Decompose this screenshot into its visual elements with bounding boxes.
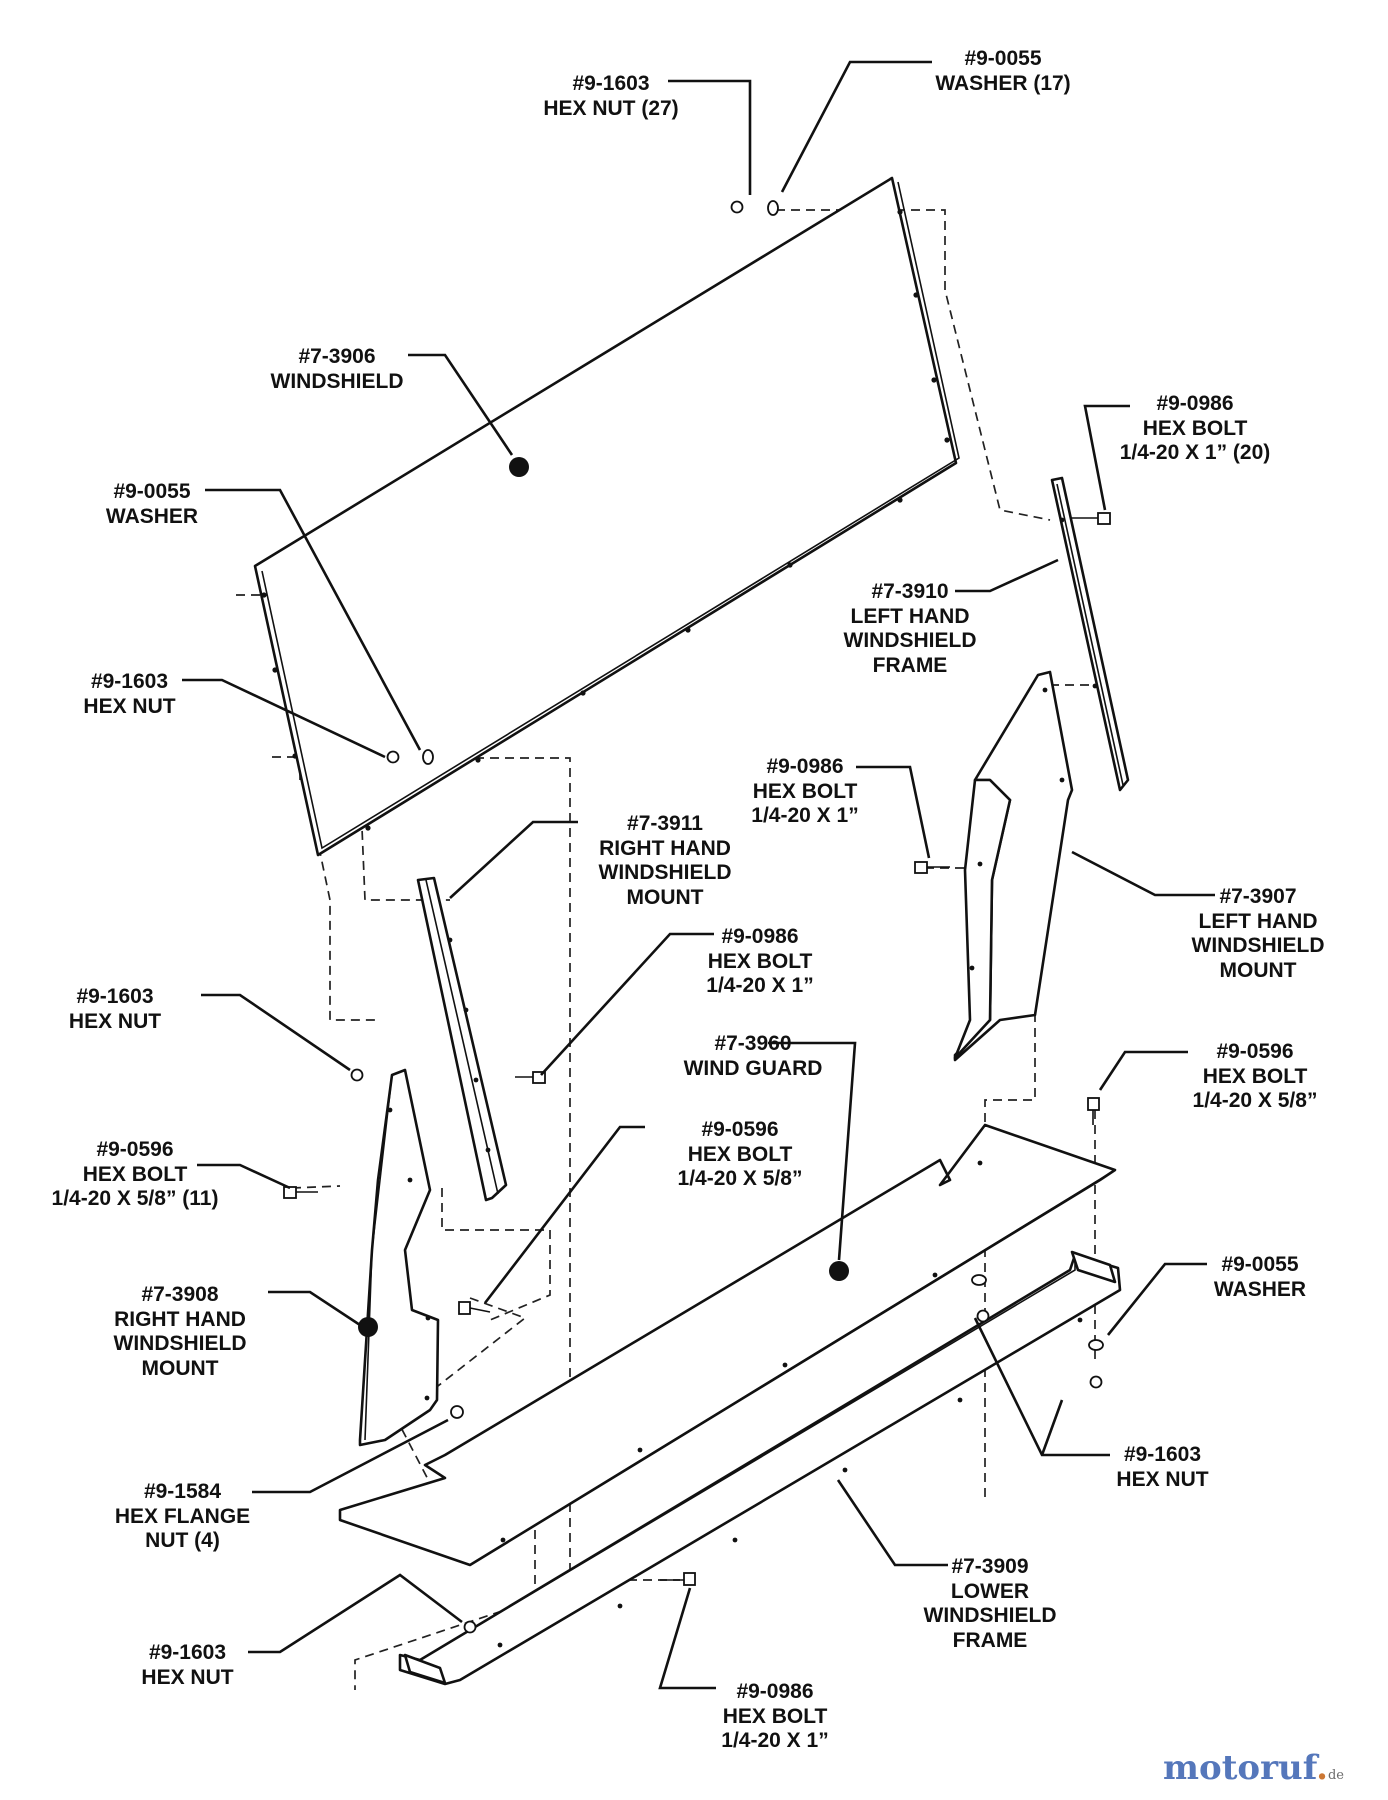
callout-hexnut-rh: #9-1603 HEX NUT: [68, 985, 162, 1033]
left-hand-windshield-frame: [1050, 476, 1130, 792]
right-hand-windshield-mount-lower: [358, 1068, 440, 1447]
callout-rh-mount-lower: #7-3908 RIGHT HAND WINDSHIELD MOUNT: [113, 1283, 247, 1380]
lower-windshield-frame: [398, 1250, 1122, 1686]
windshield-panel: [253, 176, 960, 857]
callout-hexbolt-58-11: #9-0596 HEX BOLT 1/4-20 X 5/8” (11): [51, 1138, 219, 1210]
callout-hexnut-bottom: #9-1603 HEX NUT: [141, 1641, 234, 1689]
callout-hexbolt-58-right: #9-0596 HEX BOLT 1/4-20 X 5/8”: [1192, 1040, 1318, 1112]
watermark-logo: motoruf.de: [1163, 1748, 1344, 1788]
leader-lines: [182, 60, 1215, 1690]
right-hand-windshield-mount-upper: [416, 876, 508, 1202]
callout-hexbolt-mid: #9-0986 HEX BOLT 1/4-20 X 1”: [751, 755, 859, 827]
callout-flange-nut: #9-1584 HEX FLANGE NUT (4): [114, 1480, 251, 1552]
callout-washer-top: #9-0055 WASHER (17): [935, 47, 1071, 95]
callout-hexbolt-58-center: #9-0596 HEX BOLT 1/4-20 X 5/8”: [677, 1118, 803, 1190]
callout-lh-mount: #7-3907 LEFT HAND WINDSHIELD MOUNT: [1191, 885, 1325, 982]
callout-windshield: #7-3906 WINDSHIELD: [270, 345, 404, 393]
callout-rh-mount-upper: #7-3911 RIGHT HAND WINDSHIELD MOUNT: [598, 812, 732, 909]
callout-hexnut-left: #9-1603 HEX NUT: [83, 670, 176, 718]
callout-lh-frame: #7-3910 LEFT HAND WINDSHIELD FRAME: [843, 580, 977, 677]
callout-hexnut-top: #9-1603 HEX NUT (27): [543, 72, 679, 120]
wind-guard: [338, 1123, 1117, 1567]
callout-hexbolt-20: #9-0986 HEX BOLT 1/4-20 X 1” (20): [1119, 392, 1271, 464]
callout-hexnut-right: #9-1603 HEX NUT: [1116, 1443, 1209, 1491]
callout-washer-right: #9-0055 WASHER: [1213, 1253, 1307, 1301]
callout-wind-guard: #7-3960 WIND GUARD: [683, 1032, 823, 1080]
callout-hexbolt-center: #9-0986 HEX BOLT 1/4-20 X 1”: [706, 925, 814, 997]
left-hand-windshield-mount: [953, 670, 1074, 1062]
callout-hexbolt-bottom: #9-0986 HEX BOLT 1/4-20 X 1”: [721, 1680, 829, 1752]
hardware: [283, 200, 1111, 1634]
callout-lower-frame: #7-3909 LOWER WINDSHIELD FRAME: [923, 1555, 1057, 1652]
callout-washer-left: #9-0055 WASHER: [105, 480, 199, 528]
